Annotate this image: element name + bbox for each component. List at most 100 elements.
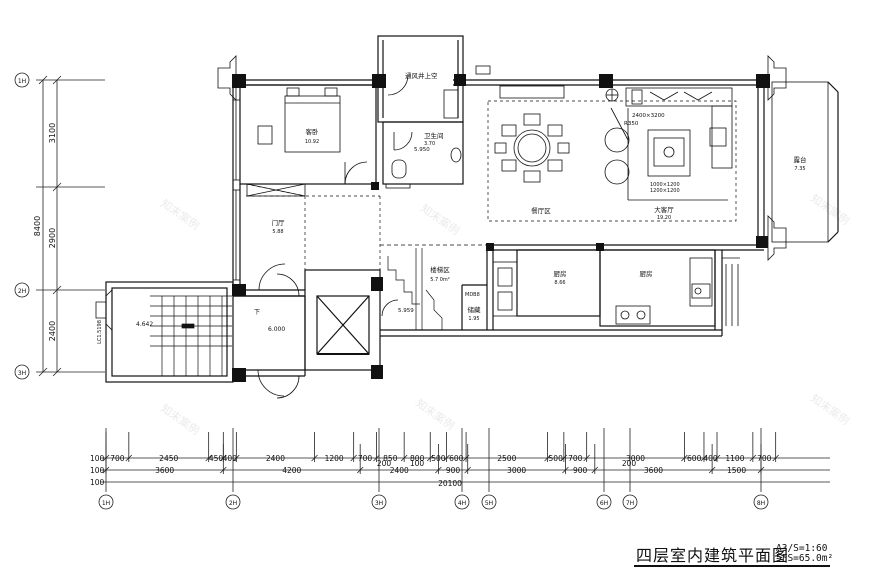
dim-row1-slash xyxy=(681,454,688,462)
label-dining: 餐厅区 xyxy=(531,206,551,215)
axis-label-bottom-2: 2H xyxy=(229,500,237,507)
dining-table xyxy=(513,129,551,167)
dim-row1-value: 2450 xyxy=(159,454,178,463)
dim-row1-slash xyxy=(772,454,779,462)
watermark-1: 知末案例 xyxy=(158,196,202,233)
label-vent: 通风井上空 xyxy=(405,71,438,80)
dim-small-2: 100 xyxy=(410,459,425,468)
row-mark-3: 100 xyxy=(90,478,105,487)
dim-row1-slash xyxy=(544,454,551,462)
axis-bubble-left-3 xyxy=(14,364,30,380)
dim-overall-vertical: 8400 xyxy=(33,216,42,236)
axis-label-left-2: 2H xyxy=(18,288,26,295)
dim-row2-slash xyxy=(435,466,442,474)
bottom-dimensions xyxy=(98,428,830,510)
axis-label-left-1: 1H xyxy=(18,78,26,85)
dim-row1-value: 1100 xyxy=(725,454,744,463)
dim-row1-slash xyxy=(583,454,590,462)
dim-row2-slash xyxy=(464,466,471,474)
dim-row2-value: 900 xyxy=(573,466,588,475)
dim-row1-value: 700 xyxy=(110,454,125,463)
drawing-title: 四层室内建筑平面图 xyxy=(636,546,790,565)
area-stair-hall: 5.7 0m² xyxy=(430,277,450,283)
axis-label-left-3: 3H xyxy=(18,370,26,377)
dim-row1-value: 800 xyxy=(410,454,425,463)
dim-row1-value: 3000 xyxy=(626,454,645,463)
dim-row2-value: 2400 xyxy=(390,466,409,475)
axis-label-bottom-5: 5H xyxy=(485,500,493,507)
area-terrace: 7.35 xyxy=(794,166,805,172)
scale-line-2: 5FS=65.0m² xyxy=(776,553,834,564)
dim-row2-slash xyxy=(562,466,569,474)
scale-note: A3/S=1:60 5FS=65.0m² xyxy=(776,544,833,564)
dim-row1-value: 600 xyxy=(449,454,464,463)
area-foyer: 5.88 xyxy=(272,229,283,235)
dim-row1-value: 450 xyxy=(209,454,224,463)
dim-row2-value: 3600 xyxy=(644,466,663,475)
watermark-5: 知末案例 xyxy=(413,396,457,433)
stove xyxy=(615,305,651,325)
label-rug-1: 1000×1200 xyxy=(650,182,680,188)
dim-row2-slash xyxy=(708,466,716,474)
dim-row1-slash xyxy=(125,454,133,462)
dim-row1-value: 600 xyxy=(687,454,702,463)
facade-ornaments xyxy=(95,55,787,331)
dim-row1-slash xyxy=(700,454,708,462)
label-living: 大客厅 xyxy=(654,205,674,214)
axis-label-bottom-8: 8H xyxy=(757,500,765,507)
rug xyxy=(647,129,691,177)
dim-row2-value: 4200 xyxy=(282,466,301,475)
area-kitchen-1: 8.66 xyxy=(554,280,565,286)
dim-row2-value: 900 xyxy=(446,466,461,475)
label-stair-tag: LC1.5198 xyxy=(97,320,103,344)
dim-row1-slash xyxy=(205,454,212,462)
row-mark-2: 100 xyxy=(90,466,105,475)
level-bathroom: 5.950 xyxy=(414,147,430,153)
level-stair: 4.642 xyxy=(136,321,153,328)
furniture xyxy=(246,65,740,399)
dim-row1-value: 2400 xyxy=(266,454,285,463)
dim-vertical-1: 3100 xyxy=(48,123,57,143)
label-down: 下 xyxy=(254,309,260,316)
dim-vertical-3: 2400 xyxy=(48,321,57,341)
watermark-4: 知末案例 xyxy=(158,401,202,438)
area-bathroom: 3.70 xyxy=(424,141,435,147)
axis-bubble-left-1 xyxy=(14,72,30,88)
area-storage: 1.95 xyxy=(468,316,479,322)
watermark-6: 知末案例 xyxy=(808,391,852,428)
axis-label-bottom-1: 1H xyxy=(102,500,110,507)
row-mark-1: 100 xyxy=(90,454,105,463)
label-storage: 储藏 xyxy=(468,305,482,314)
structural-columns xyxy=(232,74,770,382)
scale-line-1: A3/S=1:60 xyxy=(776,543,828,554)
dim-row1-slash xyxy=(443,454,450,462)
dim-row1-slash xyxy=(350,454,357,462)
watermark-2: 知末案例 xyxy=(418,201,462,238)
area-guest-room: 10.92 xyxy=(305,139,319,145)
axis-label-bottom-7: 7H xyxy=(626,500,634,507)
dim-row1-slash xyxy=(373,454,380,462)
dim-row1-slash xyxy=(713,454,721,462)
dim-row2-value: 3600 xyxy=(155,466,174,475)
axis-bubble-left-2 xyxy=(14,282,30,298)
dim-row1-slash xyxy=(426,454,434,462)
dim-row1-value: 1200 xyxy=(325,454,344,463)
left-dimensions xyxy=(14,72,105,380)
level-landing: 6.000 xyxy=(268,326,285,333)
dim-row1-value: 400 xyxy=(703,454,718,463)
label-bathroom: 卫生间 xyxy=(424,131,444,140)
dim-row1-slash xyxy=(311,454,318,462)
guest-chair xyxy=(257,125,273,145)
dim-row1-value: 700 xyxy=(757,454,772,463)
level-hall: 5.959 xyxy=(398,308,414,314)
dim-small-3: 200 xyxy=(622,459,637,468)
guest-bed xyxy=(284,95,341,153)
stairs xyxy=(150,248,443,376)
dim-row1-slash xyxy=(233,454,240,462)
dim-row1-value: 400 xyxy=(223,454,238,463)
dim-row1-slash xyxy=(749,454,757,462)
label-kitchen-1: 厨房 xyxy=(554,269,567,278)
area-living: 19.20 xyxy=(657,215,671,221)
basin xyxy=(450,147,462,163)
